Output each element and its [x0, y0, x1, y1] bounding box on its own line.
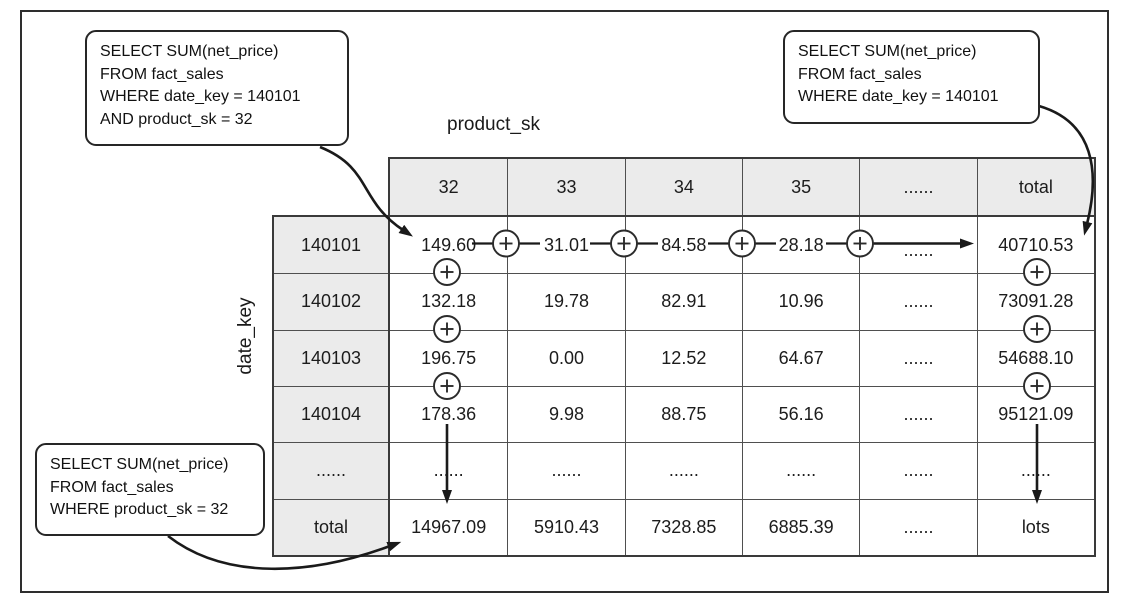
data-cell-r0c5: 40710.53	[976, 217, 1094, 274]
data-cell-r5c1: 5910.43	[507, 498, 625, 555]
sql-line: FROM fact_sales	[798, 65, 922, 83]
sql-line: AND product_sk = 32	[100, 111, 253, 129]
row-header-cell-2: 140103	[274, 329, 388, 386]
sql-line: FROM fact_sales	[50, 478, 174, 496]
col-header-cell-5: total	[976, 159, 1094, 215]
outer-frame	[20, 10, 1109, 593]
data-cell-r3c5: 95121.09	[976, 385, 1094, 443]
data-cell-r3c3: 56.16	[742, 385, 860, 443]
data-cell-r0c3: 28.18	[742, 217, 859, 274]
data-cell-r1c4: ......	[859, 273, 977, 330]
data-cell-r1c2: 82.91	[624, 273, 742, 330]
col-header-cell-0: 32	[438, 176, 459, 197]
column-axis-label: product_sk	[447, 114, 540, 135]
data-cell-r3c1: 9.98	[507, 385, 625, 443]
data-cell-r0c1: 31.01	[507, 217, 624, 274]
row-header-cell-3: 140104	[274, 385, 388, 442]
sql-line: SELECT SUM(net_price)	[798, 43, 977, 60]
sql-line: SELECT SUM(net_price)	[50, 456, 229, 473]
data-cell-r1c5: 73091.28	[976, 273, 1094, 330]
data-cell-r1c1: 19.78	[507, 273, 625, 330]
data-cell-r5c5: lots	[976, 498, 1094, 555]
data-cell-r2c1: 0.00	[507, 329, 625, 386]
row-header-cell-4: ......	[274, 442, 388, 498]
data-cell-r2c5: 54688.10	[976, 329, 1094, 386]
data-cell-r5c0: 14967.09	[390, 498, 508, 555]
data-cell-r4c1: ......	[507, 442, 625, 499]
col-header-cell-2: 34	[624, 159, 742, 215]
data-cell-r1c0: 132.18	[390, 273, 508, 329]
row-header-cell-5: total	[274, 498, 388, 555]
data-cell-r0c2: 84.58	[624, 217, 742, 274]
data-cell-r1c3: 10.96	[742, 273, 860, 330]
data-cell-r0c4: ......	[859, 217, 976, 274]
sql-line: WHERE product_sk = 32	[50, 501, 229, 519]
data-cell-r2c2: 12.52	[624, 329, 742, 386]
col-header-cell-3: 35	[742, 159, 859, 215]
sql-line: WHERE date_key = 140101	[798, 88, 999, 106]
sql-line: SELECT SUM(net_price)	[100, 43, 279, 60]
col-header-cell-1: 33	[507, 159, 624, 215]
data-cell-r4c5: ......	[976, 442, 1094, 499]
data-cell-r2c3: 64.67	[742, 329, 860, 386]
sql-line: FROM fact_sales	[100, 65, 224, 83]
data-cell-r4c0: ......	[390, 442, 508, 498]
data-cell-r5c3: 6885.39	[742, 498, 860, 555]
data-cell-r3c4: ......	[859, 385, 977, 443]
data-cell-r5c4: ......	[859, 498, 977, 555]
row-header-cell-0: 140101	[300, 234, 362, 255]
data-cell-r0c0: 149.60	[421, 234, 477, 255]
data-cell-r5c2: 7328.85	[624, 498, 742, 555]
callout-sql-single-cell: SELECT SUM(net_price) FROM fact_sales WH…	[85, 30, 349, 146]
row-header-cell-1: 140102	[274, 273, 388, 329]
data-cell-r4c3: ......	[742, 442, 860, 499]
data-cell-r4c4: ......	[859, 442, 977, 499]
row-axis-label: date_key	[235, 297, 256, 375]
callout-sql-column-total: SELECT SUM(net_price) FROM fact_sales WH…	[35, 443, 265, 536]
data-cell-r2c4: ......	[859, 329, 977, 386]
data-cell-r3c2: 88.75	[624, 385, 742, 443]
data-cell-r2c0: 196.75	[390, 329, 508, 386]
data-cell-r3c0: 178.36	[390, 385, 508, 442]
sql-line: WHERE date_key = 140101	[100, 88, 301, 106]
callout-sql-row-total: SELECT SUM(net_price) FROM fact_sales WH…	[783, 30, 1040, 124]
col-header-cell-4: ......	[859, 159, 976, 215]
data-cell-r4c2: ......	[624, 442, 742, 499]
